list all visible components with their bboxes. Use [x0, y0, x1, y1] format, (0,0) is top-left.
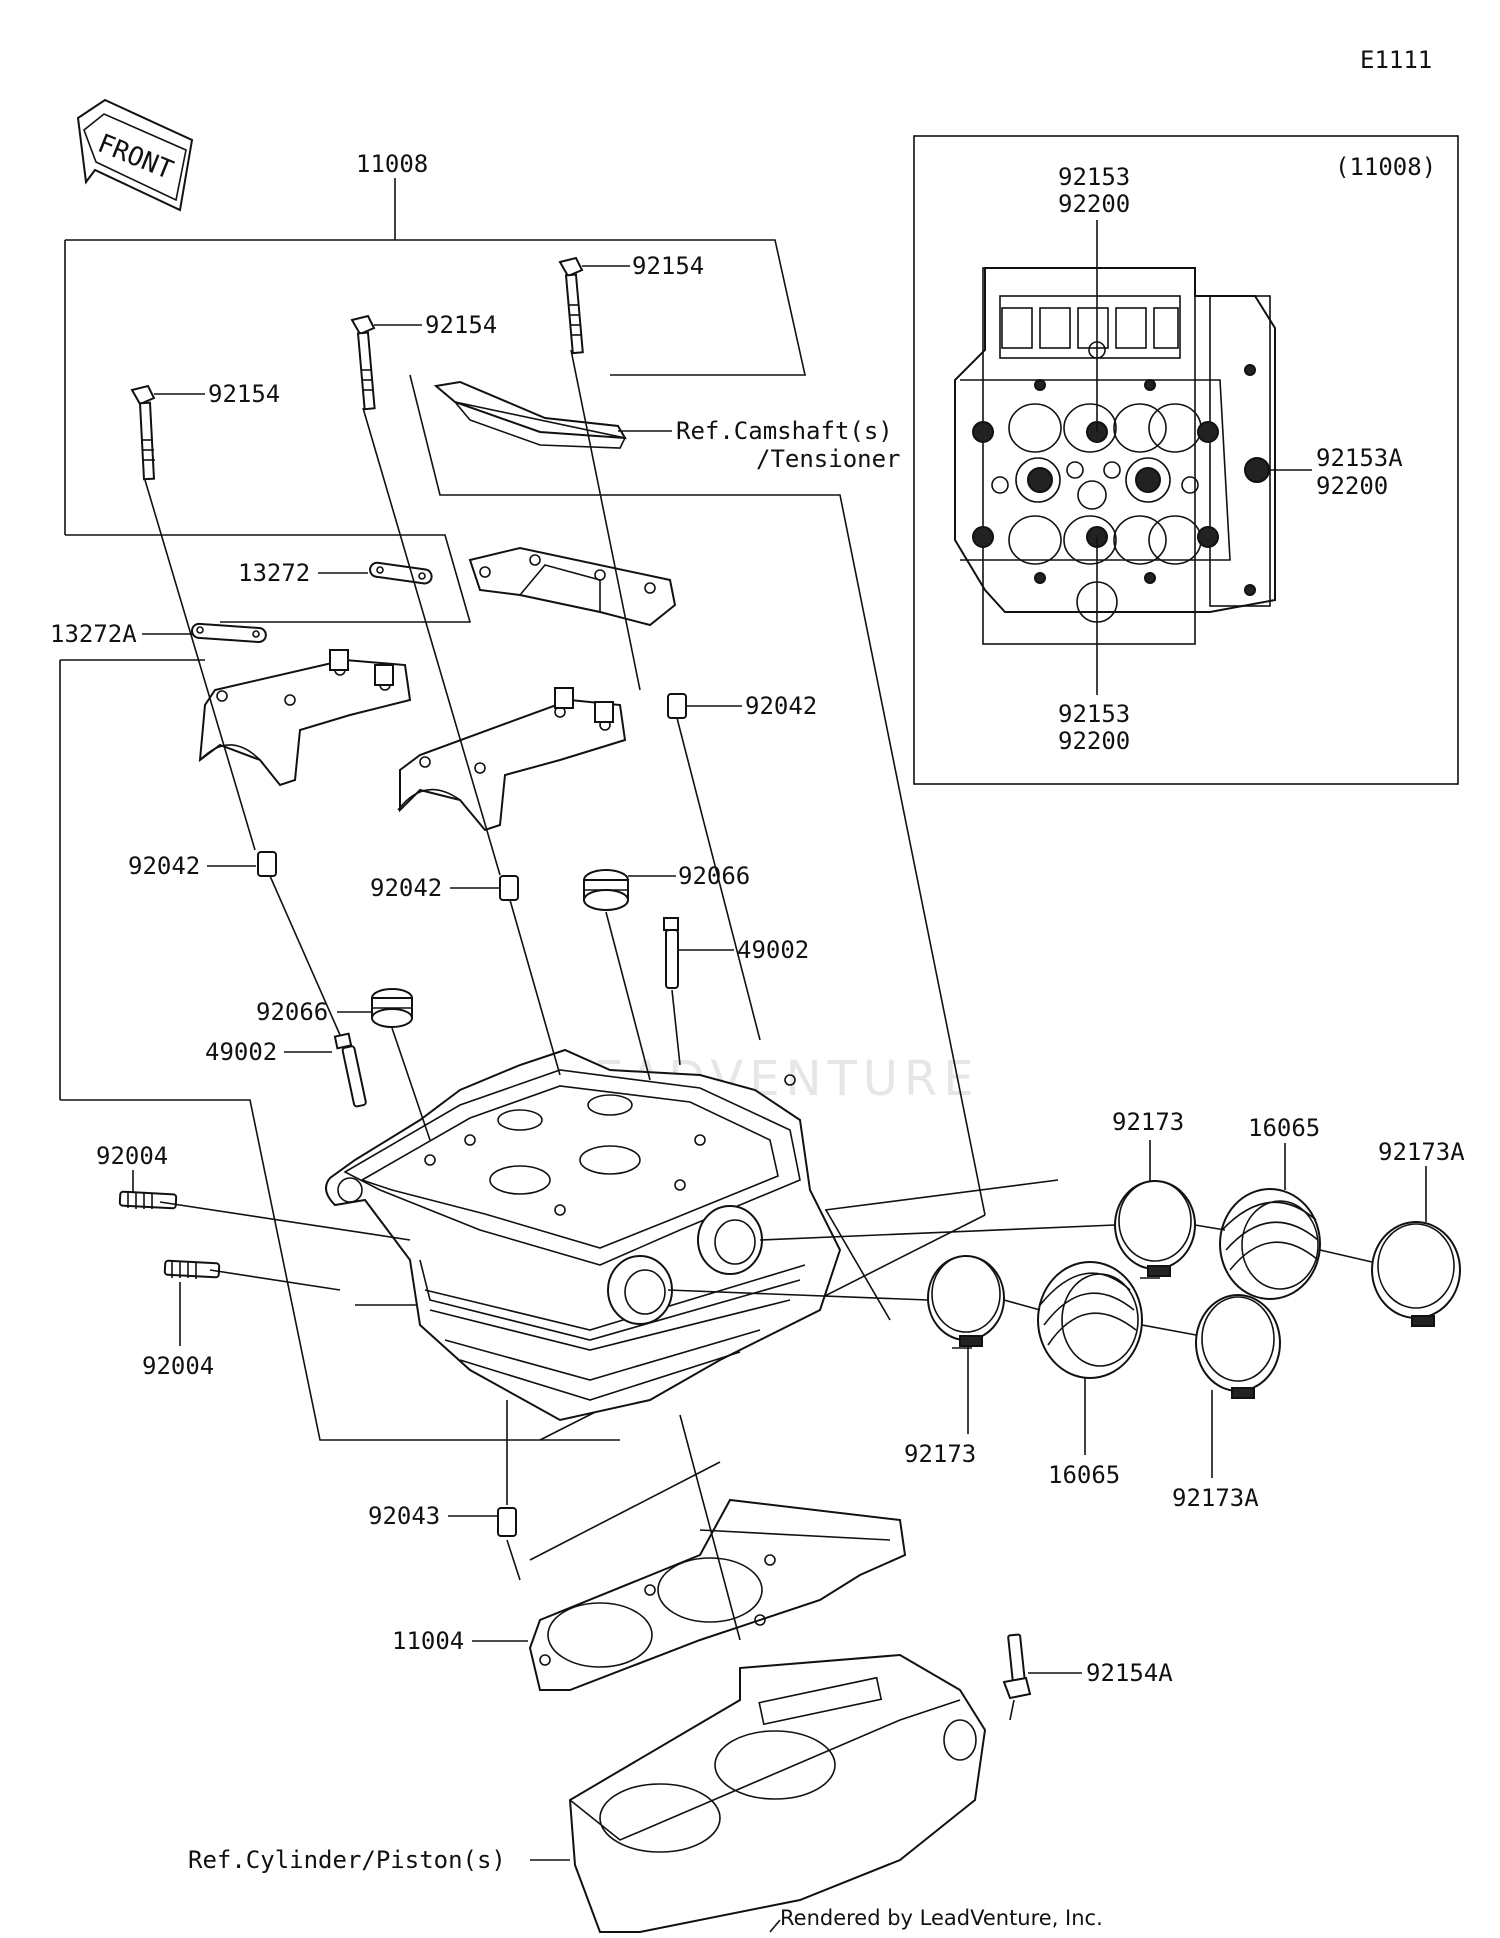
inset-leaders [1096, 220, 1312, 695]
part-label-16065-b: 16065 [1048, 1461, 1120, 1489]
clamp-92173A-b [1195, 1294, 1281, 1399]
part-label-92042-b: 92042 [128, 852, 200, 880]
ref-cylinder-piston: Ref.Cylinder/Piston(s) [188, 1846, 506, 1874]
part-label-92173A-b: 92173A [1172, 1484, 1259, 1512]
part-label-49002-b: 49002 [205, 1038, 277, 1066]
part-label-92173-b: 92173 [904, 1440, 976, 1468]
clamp-92173-a [1114, 1180, 1196, 1279]
front-arrow-icon: FRONT [76, 98, 194, 212]
credit-text: Rendered by LeadVenture, Inc. [780, 1906, 1103, 1930]
seal-92066-b [371, 988, 413, 1028]
inset-part-92153-top: 92153 [1058, 163, 1130, 191]
inset-label: (11008) [1335, 153, 1436, 181]
inset-frame [913, 135, 1459, 785]
insulator-16065-b [1037, 1261, 1143, 1379]
clamp-92173A-a [1371, 1221, 1461, 1327]
ref-camshaft-tensioner: Ref.Camshaft(s) [676, 417, 893, 445]
part-label-92173-a: 92173 [1112, 1108, 1184, 1136]
part-label-92154-b: 92154 [425, 311, 497, 339]
bolt-92154A [1002, 1633, 1032, 1700]
inset-part-92153A: 92153A [1316, 444, 1403, 472]
part-label-92173A-a: 92173A [1378, 1138, 1465, 1166]
inset-head-top-view [954, 267, 1276, 645]
valve-guide-49002-a [663, 917, 679, 989]
dowel-92043 [497, 1507, 517, 1537]
camshaft-cap-middle [397, 687, 627, 832]
inset-part-92200-top: 92200 [1058, 190, 1130, 218]
part-label-11004: 11004 [392, 1627, 464, 1655]
part-label-92066-b: 92066 [256, 998, 328, 1026]
stud-92004-a [118, 1190, 178, 1210]
stud-92004-b [163, 1259, 221, 1279]
part-label-92043: 92043 [368, 1502, 440, 1530]
bolt-92154-b [350, 314, 376, 411]
bolt-92154-a [558, 256, 584, 355]
part-label-49002-a: 49002 [737, 936, 809, 964]
seal-92066-a [583, 869, 629, 911]
clamp-92173-b [927, 1255, 1005, 1349]
part-label-13272: 13272 [238, 559, 310, 587]
part-label-92066-a: 92066 [678, 862, 750, 890]
inset-part-92153-bottom: 92153 [1058, 700, 1130, 728]
plate-13272 [369, 561, 433, 585]
insulator-16065-a [1219, 1188, 1321, 1300]
part-label-92004-a: 92004 [96, 1142, 168, 1170]
part-label-11008: 11008 [356, 150, 428, 178]
part-leaders [132, 178, 1427, 1933]
bolt-92154-c [130, 384, 156, 481]
assembly-lines [144, 349, 1373, 1721]
ref-camshaft-tensioner-2: /Tensioner [756, 445, 901, 473]
camshaft-tensioner-ref [433, 380, 627, 449]
part-label-92154-c: 92154 [208, 380, 280, 408]
plate-13272A [191, 622, 267, 644]
inset-part-92200-right: 92200 [1316, 472, 1388, 500]
part-label-92154A: 92154A [1086, 1659, 1173, 1687]
dowel-92042-a [667, 693, 687, 719]
camshaft-cap-left [198, 649, 412, 787]
cylinder-ref [568, 1653, 987, 1933]
dowel-92042-b [257, 851, 277, 877]
part-label-92154-a: 92154 [632, 252, 704, 280]
inset-part-92200-bottom: 92200 [1058, 727, 1130, 755]
part-label-92042-a: 92042 [745, 692, 817, 720]
part-label-13272A: 13272A [50, 620, 137, 648]
part-label-16065-a: 16065 [1248, 1114, 1320, 1142]
dowel-92042-c [499, 875, 519, 901]
part-label-92042-c: 92042 [370, 874, 442, 902]
cylinder-head [325, 1048, 842, 1422]
valve-guide-49002-b [333, 1032, 367, 1108]
camshaft-cap-right [468, 546, 677, 627]
diagram-code: E1111 [1360, 46, 1432, 74]
head-gasket-11004 [528, 1498, 907, 1691]
part-label-92004-b: 92004 [142, 1352, 214, 1380]
